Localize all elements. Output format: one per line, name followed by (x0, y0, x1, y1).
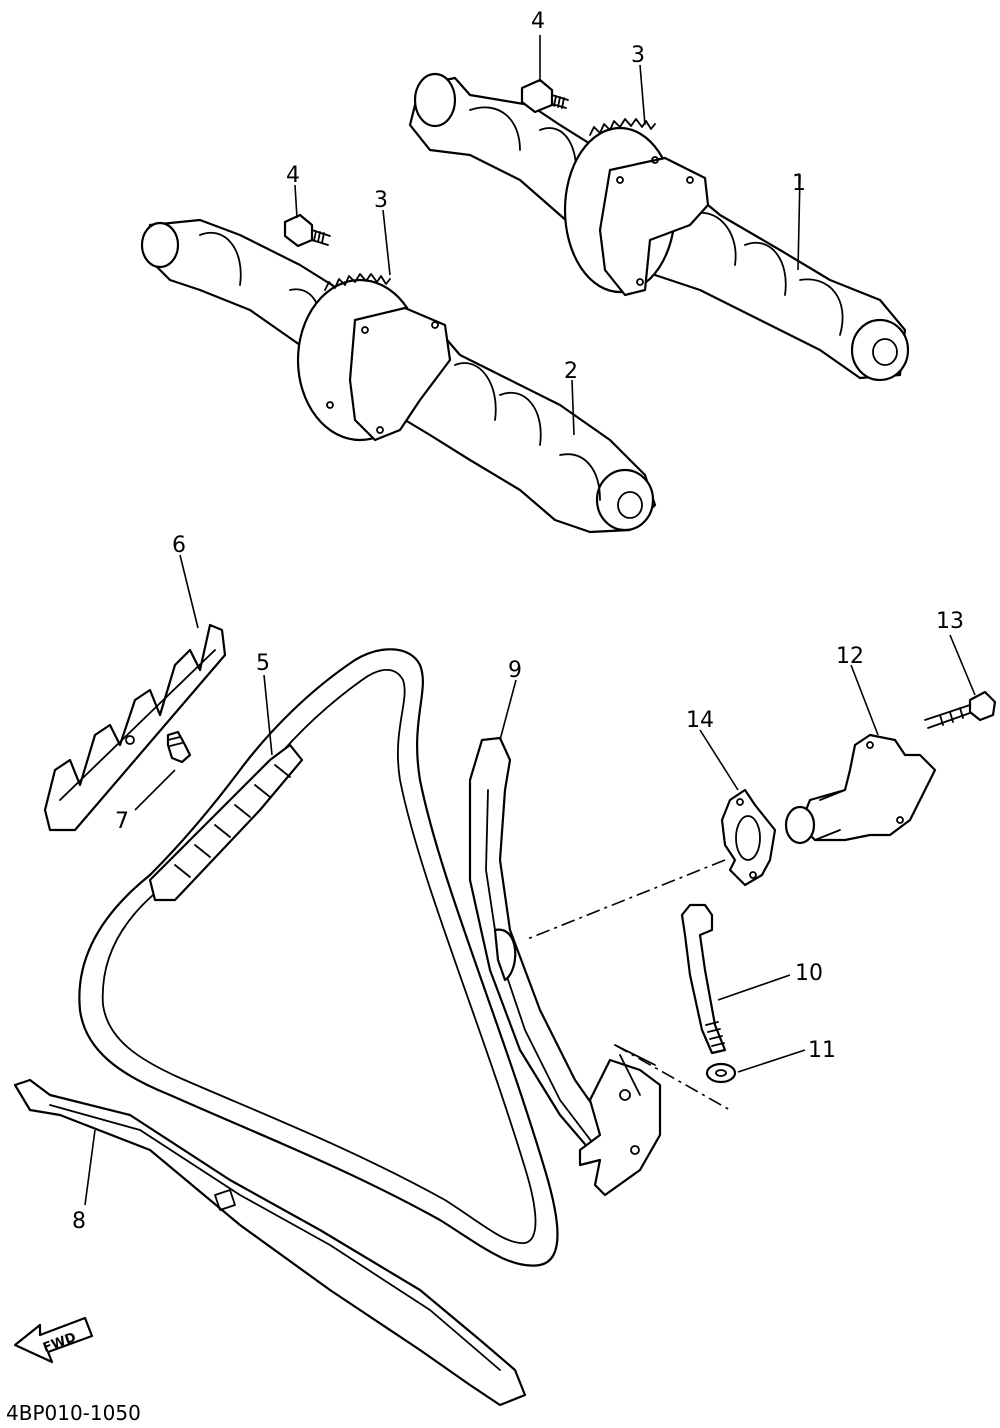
callout-8: 8 (72, 1209, 86, 1234)
callout-6: 6 (172, 533, 186, 558)
tensioner-bolt-10 (680, 903, 727, 1055)
callout-9: 9 (508, 658, 522, 683)
callout-2: 2 (564, 359, 578, 384)
tensioner-assembly-12 (784, 733, 937, 845)
chain-guide-6 (43, 623, 227, 832)
guide-bolt-7 (166, 730, 192, 764)
callout-4-lower: 4 (286, 163, 300, 188)
cam-sprocket-3-lower (296, 273, 452, 442)
callout-3-upper: 3 (631, 43, 645, 68)
timing-chain-5 (78, 648, 559, 1267)
callout-12: 12 (836, 644, 864, 669)
callout-1: 1 (792, 171, 806, 196)
forward-direction-arrow: FWD (13, 1316, 94, 1364)
callout-11: 11 (808, 1038, 836, 1063)
sprocket-bolt-4-upper (520, 78, 569, 114)
sprocket-bolt-4-lower (283, 213, 331, 248)
callout-13: 13 (936, 609, 964, 634)
callout-7: 7 (115, 809, 129, 834)
callout-4-upper: 4 (531, 9, 545, 34)
callout-5: 5 (256, 651, 270, 676)
diagram-code: 4BP010-1050 (6, 1401, 141, 1425)
chain-guide-8 (13, 1078, 527, 1407)
callout-10: 10 (795, 961, 823, 986)
washer-11 (705, 1062, 737, 1084)
callout-3-lower: 3 (374, 188, 388, 213)
cam-sprocket-3-upper (563, 118, 710, 297)
callout-14: 14 (686, 708, 714, 733)
tensioner-bolt-13 (924, 690, 997, 729)
callout-labels: 4 3 4 3 1 2 6 5 7 9 14 12 13 10 11 8 (72, 9, 964, 1234)
leader-lines (84, 35, 976, 1206)
alignment-lines (524, 859, 731, 1111)
tensioner-gasket-14 (720, 788, 777, 887)
